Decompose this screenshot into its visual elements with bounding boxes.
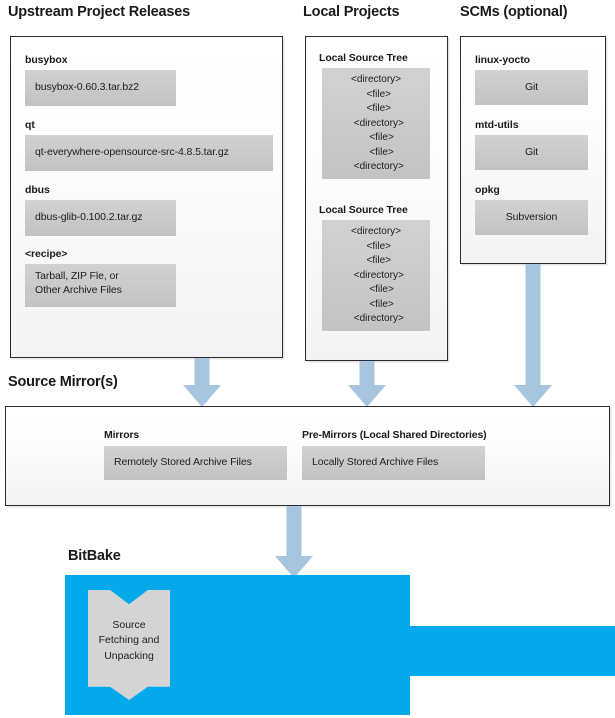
heading-source-mirrors: Source Mirror(s) — [8, 374, 118, 390]
panel-local-projects: Local Source Tree <directory> <file> <fi… — [305, 36, 448, 361]
item-label-recipe: <recipe> — [25, 248, 68, 260]
panel-upstream-project-releases: busybox busybox-0.60.3.tar.bz2 qt qt-eve… — [10, 36, 283, 358]
chip-linux-yocto-scm: Git — [475, 70, 588, 105]
chip-locally-stored-archive-files: Locally Stored Archive Files — [302, 446, 485, 480]
item-label-linux-yocto: linux-yocto — [475, 54, 530, 66]
panel-scms: linux-yocto Git mtd-utils Git opkg Subve… — [460, 36, 606, 264]
arrow-upstream-to-mirrors-icon — [183, 358, 221, 407]
source-tree-line: <file> — [358, 284, 394, 295]
bitbake-region-tail — [410, 626, 615, 676]
chip-remotely-stored-archive-files: Remotely Stored Archive Files — [104, 446, 287, 480]
source-tree-line: <file> — [360, 88, 392, 100]
heading-local-projects: Local Projects — [303, 4, 400, 20]
task-label-line: Unpacking — [104, 649, 154, 662]
chip-qt-tarball: qt-everywhere-opensource-src-4.8.5.tar.g… — [25, 135, 273, 171]
source-tree-line: <file> — [360, 255, 392, 266]
item-label-qt: qt — [25, 119, 35, 131]
arrow-local-to-mirrors-icon — [348, 361, 386, 407]
panel-source-mirrors: Mirrors Remotely Stored Archive Files Pr… — [5, 406, 610, 506]
source-tree-line: <file> — [360, 103, 392, 114]
chip-mtd-utils-scm: Git — [475, 135, 588, 170]
heading-bitbake: BitBake — [68, 548, 121, 564]
heading-scms-optional: SCMs (optional) — [460, 4, 568, 20]
item-label-local-source-tree-2: Local Source Tree — [319, 204, 408, 216]
source-tree-line: <directory> — [350, 74, 402, 85]
item-label-local-source-tree-1: Local Source Tree — [319, 52, 408, 64]
label-mirrors: Mirrors — [104, 429, 140, 441]
label-pre-mirrors: Pre-Mirrors (Local Shared Directories) — [302, 429, 487, 441]
source-tree-line: <directory> — [350, 226, 402, 237]
source-tree-line: <file> — [358, 298, 394, 310]
item-label-busybox: busybox — [25, 54, 68, 66]
item-label-opkg: opkg — [475, 184, 500, 196]
source-tree-line: <file> — [358, 146, 394, 158]
arrow-mirrors-to-bitbake-icon — [275, 506, 313, 578]
item-label-dbus: dbus — [25, 184, 50, 196]
chip-recipe-line: Other Archive Files — [35, 283, 122, 296]
task-label-line: Fetching and — [98, 634, 160, 647]
task-label-line: Source — [112, 619, 146, 632]
item-label-mtd-utils: mtd-utils — [475, 119, 519, 131]
chip-local-source-tree-1: <directory> <file> <file> <directory> <f… — [322, 68, 430, 179]
source-tree-line: <file> — [358, 132, 394, 143]
source-tree-line: <directory> — [348, 117, 404, 129]
chip-busybox-tarball: busybox-0.60.3.tar.bz2 — [25, 70, 176, 106]
source-tree-line: <directory> — [348, 269, 404, 281]
chip-local-source-tree-2: <directory> <file> <file> <directory> <f… — [322, 220, 430, 331]
arrow-scms-to-mirrors-icon — [514, 264, 552, 407]
heading-upstream-project-releases: Upstream Project Releases — [8, 4, 190, 20]
source-tree-line: <file> — [360, 240, 392, 252]
source-tree-line: <directory> — [348, 313, 404, 324]
source-tree-line: <directory> — [348, 161, 404, 172]
chip-dbus-tarball: dbus-glib-0.100.2.tar.gz — [25, 200, 176, 236]
chip-opkg-scm: Subversion — [475, 200, 588, 235]
chip-recipe-line: Tarball, ZIP Fle, or — [35, 270, 119, 282]
